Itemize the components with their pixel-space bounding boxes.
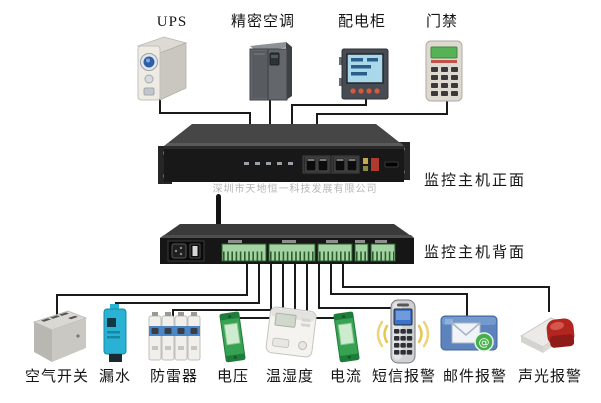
email-alarm-image: @ [440,310,498,358]
temp-humidity-image [260,304,322,362]
access-control-label: 门禁 [425,14,458,30]
water-leak-image [98,304,134,364]
power-distribution-label: 配电柜 [337,14,386,30]
siren-dome-icon [546,318,575,348]
precision-ac-label: 精密空调 [230,14,295,30]
rack-reset-button [371,158,379,171]
wire-email-alarm [330,260,468,320]
rack-rj45-ports [302,155,360,174]
lightning-protector-image [147,312,201,362]
breaker-handles-icon [151,328,198,334]
terminal-blocks [221,240,396,262]
door-screen-icon [430,46,458,59]
ac-display-icon [269,52,280,66]
current-image [327,310,365,364]
ups-image [132,34,192,102]
air-switch-label: 空气开关 [24,369,89,385]
temp-humidity-label: 温湿度 [265,369,314,385]
back-rack-label: 监控主机背面 [424,245,527,261]
at-badge-icon [474,332,494,352]
water-leak-label: 漏水 [98,369,131,385]
watermark: 深圳市天地恒一科技发展有限公司 [212,184,378,195]
thermostat-lcd-icon [274,312,297,328]
front-rack-image [158,124,410,186]
wire-air-switch [56,260,248,316]
lightning-protector-label: 防雷器 [149,369,198,385]
air-switch-image [26,306,90,364]
sms-alarm-label: 短信报警 [371,369,436,385]
sound-light-alarm-image [517,302,579,360]
back-rack-image [156,192,418,270]
signal-waves-icon [376,320,430,348]
wire-lightning-protector [172,260,272,318]
breaker-toggles-icon [41,312,78,322]
power-distribution-image [337,46,391,102]
wire-power-distribution [291,99,367,142]
voltage-image [213,310,251,364]
svg-text:@: @ [479,336,490,349]
precision-ac-image [244,40,296,102]
email-alarm-label: 邮件报警 [442,369,507,385]
front-rack-label: 监控主机正面 [424,173,527,189]
access-control-image [422,40,466,102]
sms-alarm-image [374,296,432,366]
voltage-label: 电压 [216,369,249,385]
power-inlet-module [167,240,205,262]
wire-sound-light-alarm [342,260,550,312]
phone-keypad-icon [394,329,413,355]
ups-label: UPS [156,14,188,30]
current-label: 电流 [329,369,362,385]
rack-indicator-leds [244,162,293,165]
sound-light-alarm-label: 声光报警 [517,369,582,385]
envelope-icon [451,322,481,344]
